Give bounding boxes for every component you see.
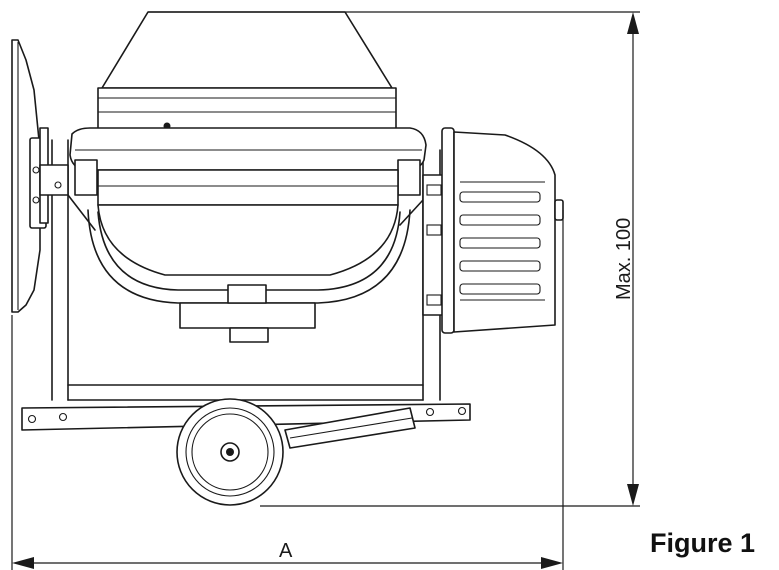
mixing-drum: [69, 11, 427, 343]
motor-housing: [441, 127, 564, 334]
width-dimension: A: [11, 210, 564, 570]
height-dimension-label: Max. 100: [613, 218, 635, 300]
height-dimension: Max. 100: [148, 11, 640, 507]
figure-caption: Figure 1: [650, 528, 756, 558]
width-dimension-label: A: [279, 540, 293, 562]
transport-wheel: [176, 398, 284, 506]
